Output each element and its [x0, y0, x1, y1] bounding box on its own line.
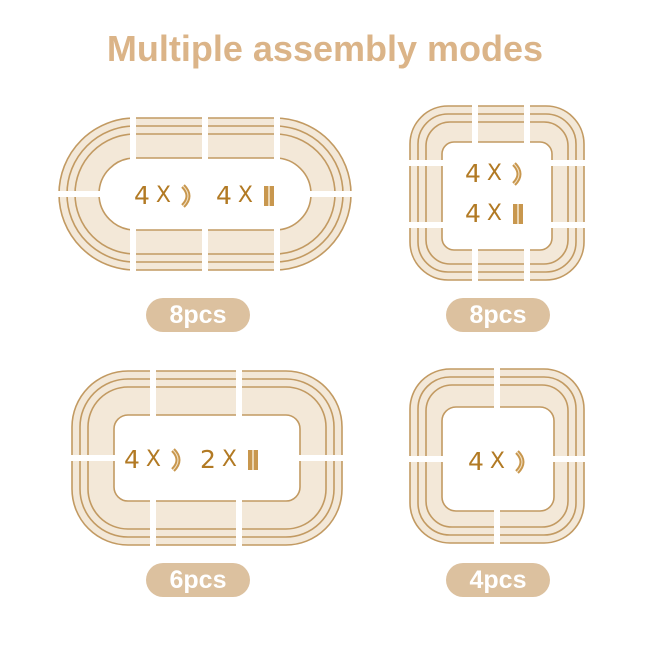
rectangle-curve-count: 4 X [124, 446, 183, 474]
straight-count-value: 4 [216, 181, 232, 210]
small-square-curve-count: 4 X [468, 448, 527, 476]
straight-track-icon [247, 450, 258, 470]
straight-track-icon [263, 186, 274, 206]
small-square-track-layout [404, 363, 592, 549]
page-title: Multiple assembly modes [106, 28, 544, 69]
square-straight-count: 4 X [465, 200, 524, 228]
straight-count-value: 4 [465, 199, 481, 228]
times-sign: X [155, 183, 171, 208]
piece-count-badge: 4pcs [446, 563, 550, 597]
straight-track-icon [512, 204, 523, 224]
curved-track-icon [171, 448, 181, 472]
piece-count-badge: 8pcs [146, 298, 250, 332]
oval-track-layout [54, 112, 356, 276]
curve-count-value: 4 [124, 445, 140, 474]
oval-straight-count: 4 X [216, 182, 275, 210]
times-sign: X [221, 447, 237, 472]
straight-count-value: 2 [200, 445, 216, 474]
curved-track-icon [181, 184, 191, 208]
piece-count-badge: 6pcs [146, 563, 250, 597]
times-sign: X [489, 449, 505, 474]
square-curve-count: 4 X [465, 160, 524, 188]
curved-track-icon [515, 450, 525, 474]
piece-count-badge: 8pcs [446, 298, 550, 332]
curve-count-value: 4 [468, 447, 484, 476]
rectangle-track-layout [66, 365, 348, 551]
times-sign: X [237, 183, 253, 208]
times-sign: X [145, 447, 161, 472]
rectangle-straight-count: 2 X [200, 446, 259, 474]
curved-track-icon [512, 162, 522, 186]
oval-curve-count: 4 X [134, 182, 193, 210]
curve-count-value: 4 [465, 159, 481, 188]
square-track-layout [404, 100, 590, 286]
times-sign: X [486, 201, 502, 226]
curve-count-value: 4 [134, 181, 150, 210]
times-sign: X [486, 161, 502, 186]
